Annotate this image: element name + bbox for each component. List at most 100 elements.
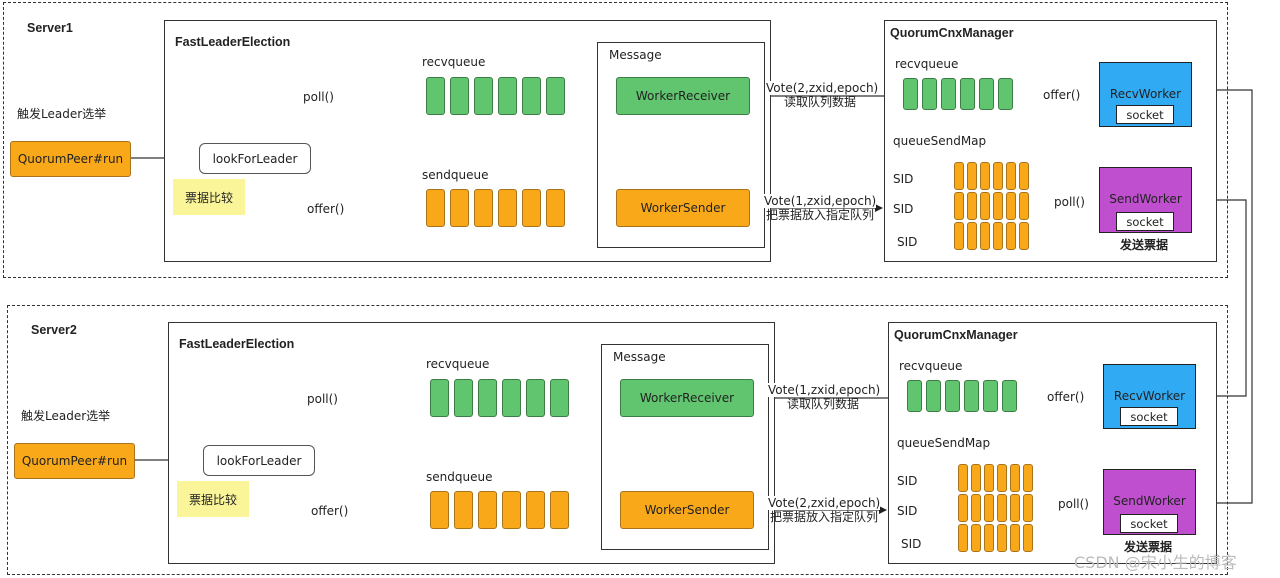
queue-slot [450, 189, 469, 227]
map-slot [967, 222, 977, 250]
server2-vote-recv-line2: 读取队列数据 [786, 397, 859, 411]
queue-slot [474, 77, 493, 115]
map-slot [971, 494, 981, 522]
server1-message-title: Message [609, 48, 662, 62]
map-slot [1019, 192, 1029, 220]
server2-sid-2: SID [897, 504, 918, 518]
server2-send-worker: SendWorker socket [1103, 469, 1196, 535]
server1-sendqueue-label: sendqueue [422, 168, 489, 182]
queue-slot [1002, 380, 1017, 412]
queue-slot [454, 491, 473, 529]
map-slot [954, 222, 964, 250]
server2-sendqueue-label: sendqueue [426, 470, 493, 484]
queue-slot [550, 379, 569, 417]
server1-look-for-leader: lookForLeader [199, 143, 311, 174]
map-slot [1023, 524, 1033, 552]
server1-recvqueue-label: recvqueue [422, 55, 486, 69]
map-slot [954, 162, 964, 190]
server1-vote-send-line2: 把票据放入指定队列 [765, 208, 874, 222]
map-slot [1019, 222, 1029, 250]
server2-queue-send-map [958, 464, 1035, 552]
server1-poll-label: poll() [303, 90, 334, 104]
server2-recv-worker-socket: socket [1120, 407, 1178, 426]
queue-slot [426, 189, 445, 227]
server1-qcm-recvqueue-label: recvqueue [895, 57, 959, 71]
watermark: CSDN @宋小生的博客 [1074, 553, 1237, 572]
queue-slot [941, 78, 956, 110]
server1-fle-title: FastLeaderElection [175, 35, 291, 49]
queue-slot [498, 77, 517, 115]
server2-send-worker-title: SendWorker [1113, 494, 1186, 508]
server2-recv-worker: RecvWorker socket [1103, 364, 1196, 429]
server2-vote-send-line1: Vote(2,zxid,epoch) [768, 496, 881, 510]
server1-title: Server1 [27, 21, 73, 35]
server1-worker-sender: WorkerSender [616, 189, 750, 227]
server1-frame [3, 2, 1228, 278]
server1-offer-label: offer() [307, 202, 345, 216]
server2-send-worker-socket: socket [1120, 514, 1178, 533]
server1-note: 票据比较 [173, 179, 245, 215]
server2-vote-recv-line1: Vote(1,zxid,epoch) [768, 383, 881, 397]
map-slot [1010, 464, 1020, 492]
map-slot [971, 464, 981, 492]
server2-message-title: Message [613, 350, 666, 364]
map-slot [958, 494, 968, 522]
queue-slot [454, 379, 473, 417]
map-slot [954, 192, 964, 220]
queue-slot [907, 380, 922, 412]
map-slot [1023, 464, 1033, 492]
queue-slot [430, 491, 449, 529]
server2-poll-label: poll() [307, 392, 338, 406]
queue-slot [502, 491, 521, 529]
map-slot [984, 524, 994, 552]
server2-trigger-label: 触发Leader选举 [21, 409, 111, 423]
server1-recv-worker-title: RecvWorker [1109, 87, 1182, 101]
map-slot [984, 464, 994, 492]
map-slot [958, 524, 968, 552]
server1-sid-3: SID [897, 235, 918, 249]
server2-qcm-recvqueue [907, 380, 1017, 412]
server2-fle-title: FastLeaderElection [179, 337, 295, 351]
map-slot [984, 494, 994, 522]
queue-slot [478, 491, 497, 529]
server1-send-worker: SendWorker socket [1099, 167, 1192, 233]
queue-slot [474, 189, 493, 227]
arrow-s1-send-to-s2-recv [1192, 199, 1247, 400]
server1-quorum-peer: QuorumPeer#run [10, 141, 131, 177]
server1-trigger-label: 触发Leader选举 [17, 107, 107, 121]
server1-recv-worker-socket: socket [1116, 105, 1174, 124]
server1-fle-recvqueue [426, 77, 568, 115]
queue-slot [478, 379, 497, 417]
map-slot [1006, 162, 1016, 190]
queue-slot [979, 78, 994, 110]
queue-slot [983, 380, 998, 412]
server2-fle-sendqueue [430, 491, 572, 529]
server2-vote-send-line2: 把票据放入指定队列 [769, 510, 878, 524]
queue-slot [922, 78, 937, 110]
server1-qcm-title: QuorumCnxManager [890, 26, 1014, 40]
map-slot [1023, 494, 1033, 522]
server2-recv-worker-title: RecvWorker [1113, 389, 1186, 403]
server2-worker-sender: WorkerSender [620, 491, 754, 529]
server2-note: 票据比较 [177, 481, 249, 517]
map-slot [980, 222, 990, 250]
map-slot [980, 192, 990, 220]
server1-sid-2: SID [893, 202, 914, 216]
queue-slot [526, 379, 545, 417]
queue-slot [498, 189, 517, 227]
server1-qcm-recvqueue [903, 78, 1013, 110]
map-slot [971, 524, 981, 552]
map-slot [1006, 192, 1016, 220]
map-slot [1019, 162, 1029, 190]
server2-sid-3: SID [901, 537, 922, 551]
queue-slot [960, 78, 975, 110]
server1-fle-sendqueue [426, 189, 568, 227]
queue-slot [964, 380, 979, 412]
server1-vote-send-line1: Vote(1,zxid,epoch) [764, 194, 877, 208]
server1-vote-recv-line2: 读取队列数据 [783, 95, 856, 109]
server1-send-worker-title: SendWorker [1109, 192, 1182, 206]
server2-look-for-leader: lookForLeader [203, 445, 315, 476]
server1-worker-receiver: WorkerReceiver [616, 77, 750, 115]
server1-vote-recv-line1: Vote(2,zxid,epoch) [766, 81, 879, 95]
arrow-s2-send-to-s1-recv [1193, 86, 1253, 504]
